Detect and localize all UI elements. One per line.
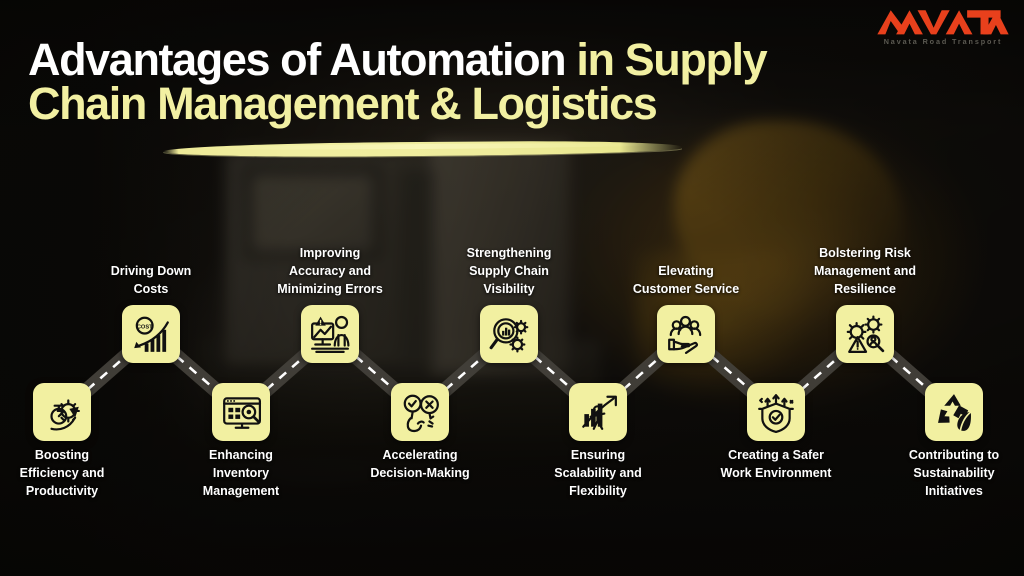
label-line: Creating a Safer	[728, 448, 824, 462]
flow-node-card-9[interactable]	[747, 383, 805, 441]
title-part-white: Advantages of Automation	[28, 34, 577, 85]
label-line: Supply Chain	[469, 263, 549, 278]
flow-node-card-11[interactable]	[925, 383, 983, 441]
flow-node-card-2[interactable]: COST	[122, 305, 180, 363]
label-line: Driving Down	[110, 264, 192, 278]
flow-node-card-10[interactable]	[836, 305, 894, 363]
logo-tagline: Navata Road Transport	[883, 37, 1003, 46]
shield-check-sparkle-icon	[758, 394, 794, 433]
label-line: Boosting	[34, 448, 90, 462]
title-part-yellow: in Supply	[576, 34, 767, 85]
label-line: Inventory	[212, 465, 270, 480]
label-line: Initiatives	[925, 483, 983, 498]
label-line: Efficiency and	[19, 465, 105, 480]
label-line: Sustainability	[913, 465, 995, 480]
label-line: Resilience	[834, 281, 896, 296]
navata-wordmark-icon	[877, 10, 1009, 35]
label-line: Costs	[133, 281, 169, 296]
label-line: Ensuring	[570, 448, 626, 462]
label-line: Accelerating	[382, 448, 458, 462]
label-line: Flexibility	[569, 483, 627, 498]
check-cross-choice-hand-icon	[403, 394, 439, 433]
label-line: Contributing to	[908, 448, 1000, 462]
title-line-2: Chain Management & Logistics	[28, 78, 658, 130]
gears-warning-audit-icon	[846, 315, 885, 353]
label-line: Productivity	[25, 483, 99, 498]
flow-node-card-1[interactable]	[33, 383, 91, 441]
title-line-1: Advantages of Automation in Supply	[28, 37, 828, 82]
label-line: Scalability and	[554, 465, 642, 480]
flow-node-card-7[interactable]	[569, 383, 627, 441]
svg-text:COST: COST	[137, 324, 153, 330]
label-line: Improving	[299, 246, 361, 260]
magnifier-chart-gears-icon	[489, 318, 529, 353]
flow-node-card-8[interactable]	[657, 305, 715, 363]
label-line: Management	[202, 483, 280, 498]
person-growth-arrow-bars-icon	[582, 395, 617, 430]
page-title: Advantages of Automation in Supply Chain…	[28, 37, 828, 130]
cost-down-bar-chart-icon: COST	[134, 316, 169, 352]
label-line: Management and	[813, 263, 917, 278]
label-line: Decision-Making	[370, 465, 470, 480]
recycle-leaf-icon	[938, 394, 972, 432]
label-line: Bolstering Risk	[819, 246, 911, 260]
gear-stopwatch-uparrow-icon	[50, 399, 80, 431]
hand-holding-people-icon	[668, 315, 702, 355]
label-line: Visibility	[483, 281, 535, 296]
label-line: Elevating	[658, 264, 714, 278]
label-line: Customer Service	[632, 281, 740, 296]
navata-logo[interactable]: Navata Road Transport	[876, 6, 1010, 46]
flow-node-card-5[interactable]	[391, 383, 449, 441]
monitor-inventory-search-icon	[223, 397, 262, 429]
label-line: Accuracy and	[289, 263, 371, 278]
label-line: Work Environment	[720, 465, 832, 480]
flow-node-card-6[interactable]	[480, 305, 538, 363]
flow-node-card-3[interactable]	[212, 383, 270, 441]
label-line: Enhancing	[209, 448, 273, 462]
monitor-error-person-icon	[311, 315, 350, 353]
label-line: Strengthening	[466, 246, 552, 260]
flow-node-card-4[interactable]	[301, 305, 359, 363]
label-line: Minimizing Errors	[277, 281, 383, 296]
